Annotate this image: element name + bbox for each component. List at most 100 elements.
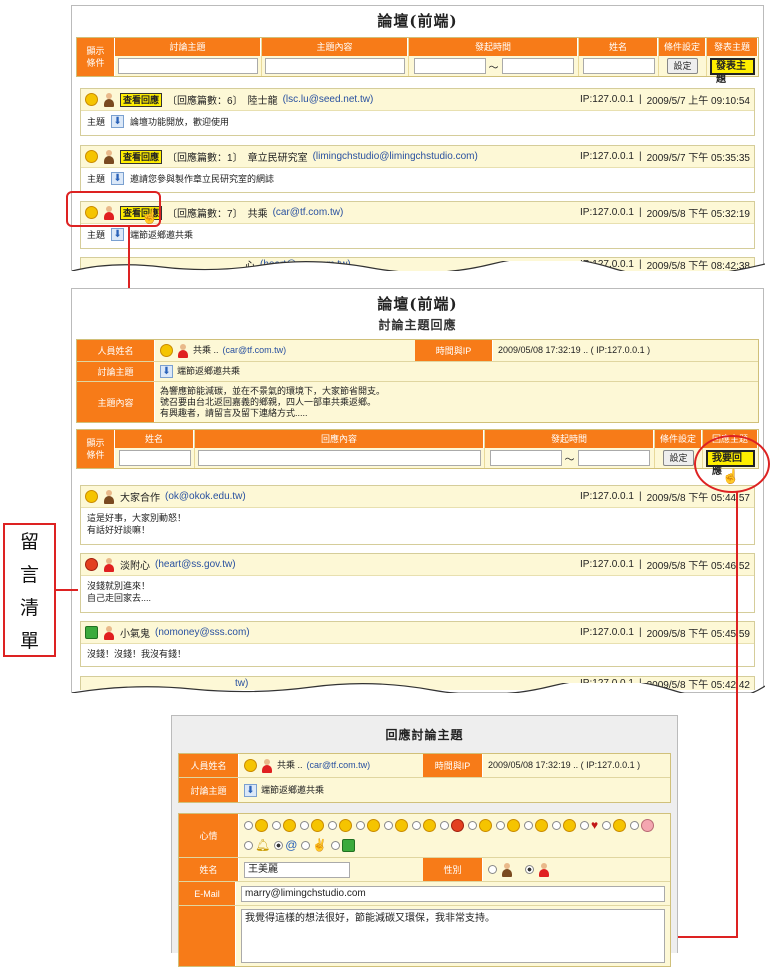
arrow-down-icon: ⬇: [160, 365, 173, 378]
subject-label: 討論主題: [179, 778, 239, 802]
name-input[interactable]: 王美麗: [244, 861, 350, 878]
post-time: 2009/5/7 上午 09:10:54: [646, 96, 750, 107]
surprised-icon: [283, 818, 296, 832]
mood-radio[interactable]: [524, 820, 533, 830]
view-replies-button[interactable]: 查看回應: [120, 149, 163, 164]
name-input[interactable]: [582, 58, 655, 74]
cursor-icon: ☝: [141, 208, 159, 224]
reply-time: 2009/5/8 下午 05:45:59: [646, 629, 750, 640]
reply-time: 2009/5/8 下午 05:46:52: [646, 561, 750, 572]
connector-line: [736, 492, 738, 938]
mood-radio[interactable]: [301, 841, 311, 851]
mood-radio[interactable]: [580, 820, 589, 830]
time-to-input[interactable]: [577, 450, 650, 466]
separator: |: [638, 627, 642, 638]
reply-email[interactable]: tw): [235, 678, 249, 689]
set-button[interactable]: 設定: [663, 450, 694, 466]
topic-subject: 端節返鄉邀共乘: [261, 784, 325, 795]
female-icon: [538, 862, 550, 877]
mood-radio[interactable]: [244, 820, 253, 830]
subject-label: 主題: [87, 116, 106, 127]
reply-ip: IP:127.0.0.1: [580, 559, 634, 570]
post-time: 2009/5/8 下午 08:42:38: [646, 261, 750, 271]
reply-item: 大家合作(ok@okok.edu.tw)IP:127.0.0.1|2009/5/…: [80, 485, 755, 545]
view-replies-button[interactable]: 查看回應: [120, 92, 163, 107]
mood-radio[interactable]: [412, 820, 421, 830]
reply-email[interactable]: (heart@ss.gov.tw): [155, 559, 236, 570]
reply-email[interactable]: (nomoney@sss.com): [155, 627, 250, 638]
time-to-input[interactable]: [501, 58, 574, 74]
gender-female-radio[interactable]: [525, 865, 534, 874]
content-input[interactable]: [265, 58, 405, 74]
time-from-input[interactable]: [413, 58, 486, 74]
separator: |: [638, 491, 642, 502]
post-subject[interactable]: 端節返鄉邀共乘: [130, 229, 194, 240]
col-setting: 條件設定: [655, 430, 702, 448]
reply-count: 〔回應篇數：7〕: [167, 209, 243, 220]
topic-info: 人員姓名 共乘 ..(car@tf.com.tw) 時間與IP 2009/05/…: [76, 339, 759, 423]
set-button[interactable]: 設定: [667, 58, 698, 74]
arrow-down-icon: ⬇: [111, 228, 125, 241]
mood-radio-selected[interactable]: [274, 841, 284, 851]
col-reply-content: 回應內容: [195, 430, 484, 448]
content-label: 主題內容: [77, 382, 155, 422]
post-topic-button[interactable]: 發表主題: [710, 57, 755, 85]
reply-time: 2009/5/8 下午 05:42:42: [646, 680, 750, 690]
angry-icon: [451, 818, 464, 832]
reply-line: 自己走回家去....: [87, 593, 152, 603]
author-email[interactable]: (car@tf.com.tw): [222, 345, 287, 355]
reply-content-input[interactable]: [198, 450, 481, 466]
reply-count: 〔回應篇數：1〕: [167, 153, 243, 164]
mood-radio[interactable]: [552, 820, 561, 830]
message-textarea[interactable]: 我覺得這樣的想法很好，節能減碳又環保，我非常支持。: [241, 909, 665, 963]
female-icon: [103, 557, 115, 572]
snail-icon: @: [285, 838, 298, 853]
mood-radio[interactable]: [384, 820, 393, 830]
mood-radio[interactable]: [602, 820, 612, 830]
email-input[interactable]: marry@limingchstudio.com: [241, 885, 665, 902]
tilde: ～: [564, 454, 575, 466]
torn-edge: [72, 683, 765, 693]
separator: |: [638, 94, 642, 105]
time-from-input[interactable]: [489, 450, 562, 466]
mood-radio[interactable]: [496, 820, 505, 830]
post-subject[interactable]: 論壇功能開放，歡迎使用: [130, 116, 230, 127]
label-char: 留: [19, 531, 39, 553]
subject-input[interactable]: [118, 58, 258, 74]
mood-radio[interactable]: [356, 820, 365, 830]
mood-radio[interactable]: [328, 820, 337, 830]
poster-email[interactable]: (limingchstudio@limingchstudio.com): [312, 151, 478, 162]
author-email[interactable]: (car@tf.com.tw): [306, 760, 371, 770]
subject-label: 討論主題: [77, 362, 155, 381]
gender-male-radio[interactable]: [488, 865, 497, 874]
mood-radio[interactable]: [272, 820, 281, 830]
subject-label: 主題: [87, 173, 106, 184]
mood-radio[interactable]: [300, 820, 309, 830]
separator: |: [638, 151, 642, 162]
poster-name: 共乘: [247, 209, 268, 220]
mood-radio[interactable]: [244, 841, 253, 851]
name-input[interactable]: [118, 450, 191, 466]
reply-item: 淡附心(heart@ss.gov.tw)IP:127.0.0.1|2009/5/…: [80, 553, 755, 613]
grin-icon: [311, 818, 324, 832]
mood-radio[interactable]: [630, 820, 640, 830]
reply-email[interactable]: (ok@okok.edu.tw): [165, 491, 246, 502]
reply-form-panel: 回應討論主題 人員姓名 共乘 ..(car@tf.com.tw) 時間與IP 2…: [171, 715, 678, 967]
male-icon: [103, 92, 115, 107]
wink-icon: [85, 206, 98, 219]
connector-line: [56, 589, 78, 591]
content-line: 號召要由台北返回嘉義的鄉親，四人一部車共乘返鄉。: [160, 396, 377, 407]
post-subject[interactable]: 邀請您參與製作章立民研究室的網誌: [130, 173, 275, 184]
female-icon: [103, 625, 115, 640]
view-replies-button[interactable]: 查看回應: [120, 205, 163, 220]
mood-radio[interactable]: [331, 841, 341, 851]
handshake-icon: [613, 818, 627, 832]
mood-radio[interactable]: [440, 820, 449, 830]
male-icon: [103, 149, 115, 164]
poster-email[interactable]: (lsc.lu@seed.net.tw): [282, 94, 374, 105]
wink-icon: [244, 759, 257, 772]
mood-radio[interactable]: [468, 820, 477, 830]
poster-email[interactable]: (car@tf.com.tw): [272, 207, 344, 218]
sad-icon: [535, 818, 548, 832]
torn-edge: [72, 261, 765, 271]
